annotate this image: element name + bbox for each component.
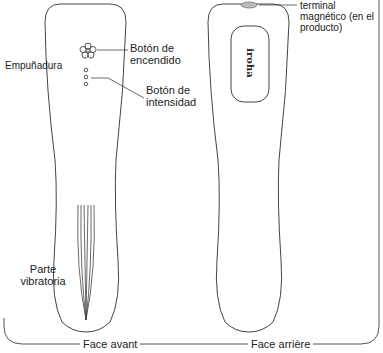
back-body [208, 4, 289, 332]
part-label: Parte vibratoria [12, 263, 74, 287]
face-caption: Face avant [80, 338, 140, 350]
vibration-ribs [78, 205, 95, 320]
frame-bracket [4, 0, 379, 344]
part-label: Botón de encendido [130, 42, 210, 66]
intensity-button [84, 68, 88, 86]
part-label: Empuñadura [5, 60, 67, 71]
part-label: Botón de intensidad [146, 84, 204, 108]
magnetic-terminal [241, 2, 257, 8]
leader-line [97, 50, 128, 51]
face-caption: Face arrière [248, 338, 313, 350]
leader-line [259, 5, 297, 6]
brand-logo: iroha [244, 37, 256, 89]
part-label: terminal magnético (en el producto) [300, 0, 382, 33]
leader-line [91, 78, 144, 98]
power-button [80, 43, 96, 58]
logo-window [231, 26, 269, 102]
